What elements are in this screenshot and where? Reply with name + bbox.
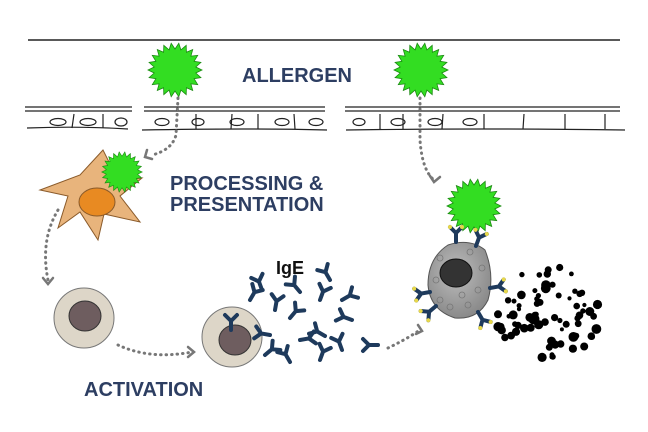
granule <box>511 327 521 336</box>
granule <box>574 320 582 328</box>
dendritic-cell <box>38 149 144 242</box>
granule <box>573 302 580 310</box>
granule <box>559 327 564 332</box>
b-lymphocyte <box>201 306 263 368</box>
granule <box>529 314 540 324</box>
granule <box>578 289 586 296</box>
granule <box>537 352 547 362</box>
granule <box>547 336 556 346</box>
processing-label-line1: PROCESSING & <box>170 173 324 195</box>
granule <box>551 314 559 322</box>
granule <box>533 300 541 307</box>
allergen-particle-icon <box>446 178 502 234</box>
granule <box>536 272 543 278</box>
granule <box>568 344 578 353</box>
granule <box>544 266 552 274</box>
granule <box>567 296 572 301</box>
mast-cell <box>409 223 511 333</box>
allergen-particle-icon <box>147 42 203 98</box>
t-lymphocyte <box>53 287 115 349</box>
granule <box>519 271 525 278</box>
granule <box>508 310 518 320</box>
granule <box>572 288 578 294</box>
granule <box>501 333 509 342</box>
granule <box>549 281 556 288</box>
granule <box>580 342 589 351</box>
granule <box>569 271 574 277</box>
granule <box>520 323 529 333</box>
granule <box>517 290 526 300</box>
granule <box>514 321 522 329</box>
activation-label: ACTIVATION <box>84 379 204 401</box>
granule <box>562 320 570 328</box>
granule <box>591 324 602 334</box>
granule <box>575 311 584 320</box>
released-granules <box>493 263 603 362</box>
granule <box>497 326 506 335</box>
granule <box>592 299 603 310</box>
epithelial-layer <box>25 106 626 131</box>
allergen-label: ALLERGEN <box>242 65 352 87</box>
granule <box>532 288 538 294</box>
granule <box>550 353 556 360</box>
processing-label-line2: PRESENTATION <box>170 194 324 216</box>
arrowheads <box>41 148 442 359</box>
granule <box>557 317 563 324</box>
granule <box>588 309 593 315</box>
allergen-particle-icon <box>393 42 449 98</box>
granule <box>494 310 502 319</box>
granule <box>516 303 522 309</box>
granule <box>589 334 595 340</box>
granule <box>526 323 535 332</box>
granule <box>511 298 517 304</box>
ige-antibodies <box>242 262 380 367</box>
granule <box>516 307 522 312</box>
granule <box>556 263 564 272</box>
granule <box>504 297 512 304</box>
granule <box>541 318 549 326</box>
granule <box>535 293 542 299</box>
granule <box>545 343 553 351</box>
granule <box>572 332 580 340</box>
granule <box>541 280 551 290</box>
granule <box>582 302 587 308</box>
granule <box>555 292 562 299</box>
ige-label: IgE <box>276 258 305 278</box>
